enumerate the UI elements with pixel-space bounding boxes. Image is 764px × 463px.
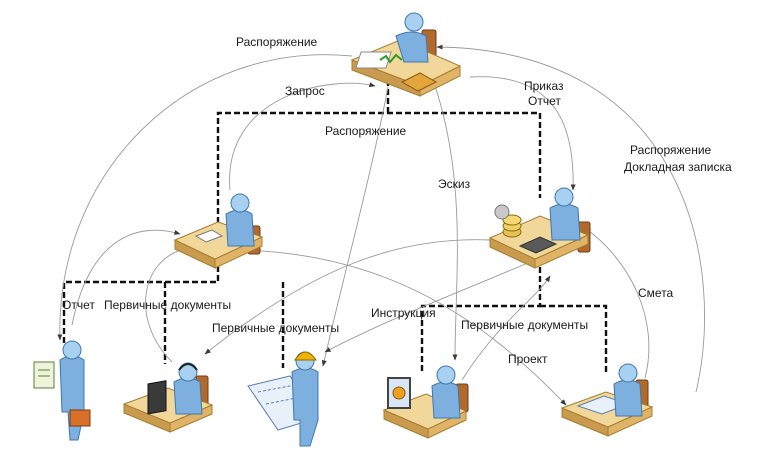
director-icon <box>350 12 462 97</box>
clerk-icon <box>33 340 91 441</box>
label-dokladnaya: Докладная записка <box>624 160 732 174</box>
label-instrukciya: Инструкция <box>371 306 436 320</box>
chief-engineer-icon <box>173 193 264 269</box>
label-eskiz: Эскиз <box>438 177 471 191</box>
label-prikaz: Приказ <box>524 79 564 93</box>
operator-icon <box>122 362 214 433</box>
label-otchet-top: Отчет <box>528 94 561 108</box>
label-rasporyazhenie-mid: Распоряжение <box>325 124 407 138</box>
flow-arrows <box>57 44 705 406</box>
flow-labels: Распоряжение Запрос Распоряжение Приказ … <box>62 35 732 366</box>
accountant-icon <box>488 187 591 269</box>
hierarchy-lines <box>62 82 608 375</box>
builder-icon <box>247 351 319 447</box>
label-pervichnye-1: Первичные документы <box>104 298 231 312</box>
label-pervichnye-3: Первичные документы <box>461 318 588 332</box>
label-rasporyazhenie-right: Распоряжение <box>630 143 712 157</box>
label-pervichnye-2: Первичные документы <box>212 321 339 335</box>
estimator-icon <box>560 363 654 437</box>
label-otchet-left: Отчет <box>62 298 95 312</box>
label-zapros: Запрос <box>285 84 325 98</box>
label-rasporyazhenie-top: Распоряжение <box>236 35 318 49</box>
label-smeta: Смета <box>638 286 674 300</box>
label-proekt: Проект <box>508 352 548 366</box>
designer-icon <box>382 365 469 439</box>
